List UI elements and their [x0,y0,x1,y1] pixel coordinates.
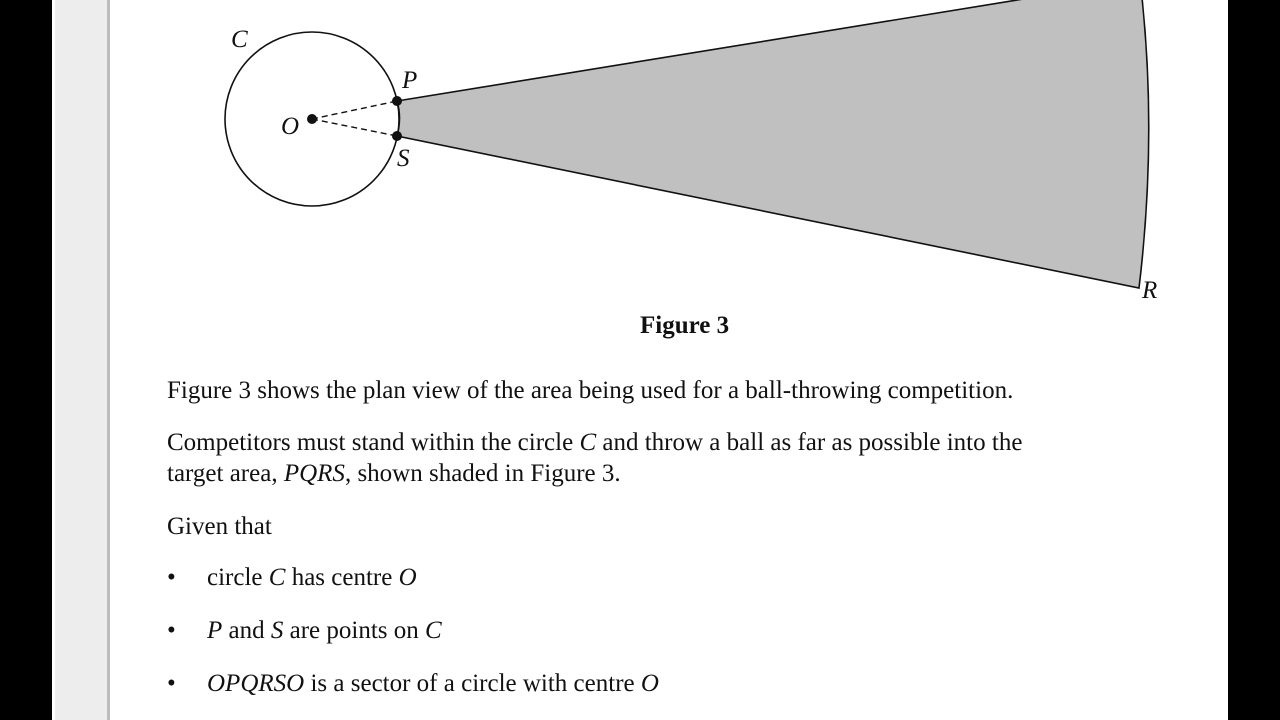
bullet-symbol: • [167,617,176,644]
figure-3-diagram: C O P S R [224,0,1157,304]
bullet-text: circle C has centre O [207,564,417,592]
math-var: O [398,564,417,591]
bullet-symbol: • [167,564,176,591]
math-var: PQRS [283,460,345,487]
math-var: S [270,617,284,644]
math-var: C [268,564,286,591]
text-run: , shown shaded in Figure 3. [344,460,621,487]
point-p [392,96,402,106]
figure-caption: Figure 3 [640,312,730,339]
text-run: Competitors must stand within the circle [167,429,580,456]
text-run: has centre [285,564,399,591]
paragraph-given: Given that [167,513,272,540]
bullet-symbol: • [167,670,176,697]
text-run: are points on [283,617,426,644]
point-s [392,131,402,141]
label-p: P [401,67,417,94]
label-c: C [231,26,248,53]
label-r: R [1141,277,1157,304]
paragraph-rules: Competitors must stand within the circle… [167,427,1147,489]
target-area-pqrs [395,0,1150,289]
label-s: S [397,145,410,172]
bullet-text: OPQRSO is a sector of a circle with cent… [207,670,659,698]
math-var: OPQRSO [207,670,305,697]
bullet-text: P and S are points on C [207,617,442,645]
point-o [307,114,317,124]
math-var: C [579,429,597,456]
math-var: O [640,670,659,697]
text-run: is a sector of a circle with centre [304,670,641,697]
page-margin-line [107,0,110,720]
label-o: O [281,113,299,140]
math-var: P [207,617,223,644]
circle-c [224,31,400,207]
text-run: target area, [167,460,284,487]
text-run: and throw a ball as far as possible into… [596,429,1023,456]
text-run: circle [207,564,269,591]
radius-os [311,118,398,137]
paragraph-intro: Figure 3 shows the plan view of the area… [167,377,1014,404]
math-var: C [425,617,442,644]
text-run: and [222,617,271,644]
page-margin [55,0,109,720]
radius-op [311,100,398,120]
